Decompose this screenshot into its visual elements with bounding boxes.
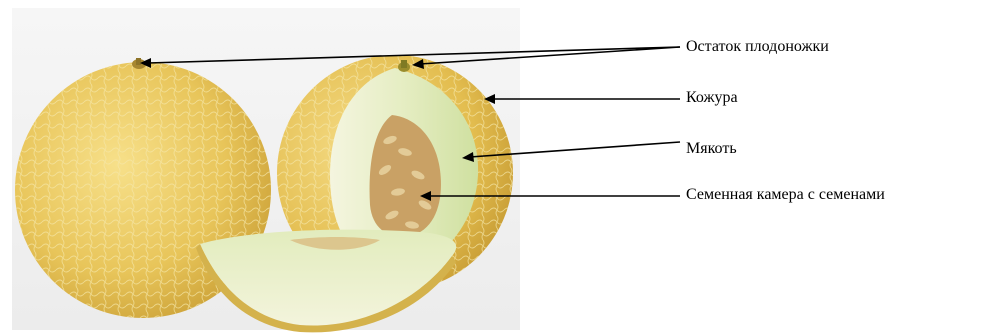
label-stem-remnant: Остаток плодоножки: [686, 38, 829, 56]
label-peel: Кожура: [686, 89, 738, 107]
label-pulp: Мякоть: [686, 140, 737, 158]
label-seed-chamber: Семенная камера с семенами: [686, 186, 885, 204]
